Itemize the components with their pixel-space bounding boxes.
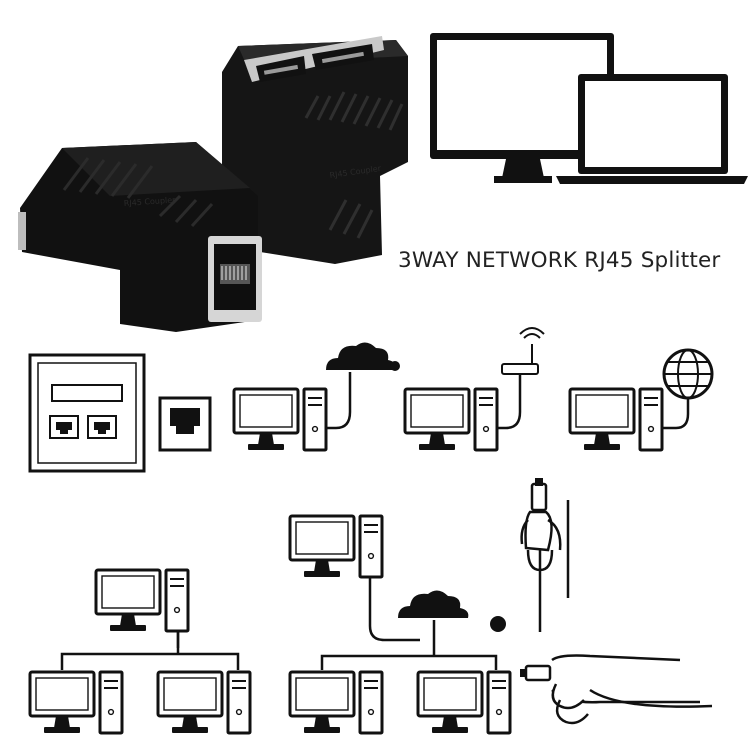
cloud-icon <box>326 342 400 371</box>
laptop-icon <box>556 74 748 184</box>
desktop-computer-icon <box>232 387 328 452</box>
network-tree-icon <box>288 514 512 735</box>
hand-holding-cable-icon <box>520 478 713 725</box>
desktop-computer-icon <box>403 387 499 452</box>
globe-icon <box>662 348 714 400</box>
rj45-splitter-photo-icon: RJ45 Coupler RJ45 Coupler <box>18 36 408 332</box>
svg-text:RJ45 Coupler: RJ45 Coupler <box>124 195 177 208</box>
wall-socket-icon <box>28 353 146 473</box>
desktop-computer-icon <box>568 387 664 452</box>
page-title: 3WAY NETWORK RJ45 Splitter <box>398 248 721 273</box>
network-tree-icon <box>28 568 252 735</box>
router-icon <box>501 327 545 375</box>
rj45-port-icon <box>158 396 212 452</box>
